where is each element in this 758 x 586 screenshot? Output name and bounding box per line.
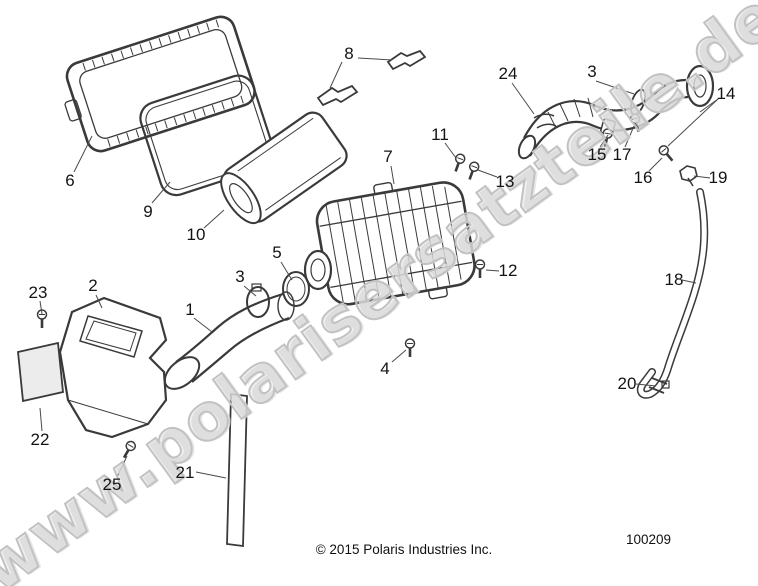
screw-25 <box>118 438 139 462</box>
outlet-hose <box>517 64 715 160</box>
hose-clamp-20 <box>648 377 670 394</box>
bolt-16 <box>656 142 678 165</box>
copyright-text: © 2015 Polaris Industries Inc. <box>315 542 493 557</box>
bolt-13 <box>464 159 482 183</box>
mounting-brackets <box>316 49 427 107</box>
vent-hose <box>636 188 709 399</box>
bolt-4 <box>404 337 416 359</box>
intake-duct <box>163 291 295 390</box>
foam-pad <box>17 341 64 403</box>
airbox-cover <box>64 15 256 153</box>
airbox-body <box>315 181 476 306</box>
diagram-number: 100209 <box>626 532 672 547</box>
air-filter <box>220 111 348 225</box>
intake-housing <box>58 296 168 439</box>
hose-clamp-3-right <box>629 88 647 116</box>
hose-clamp-3-left <box>246 283 270 318</box>
fitting-17 <box>628 111 645 135</box>
hose-clamp-24 <box>533 113 557 129</box>
airbox-inlet-port <box>303 249 333 291</box>
throttle-adapter-ring <box>685 64 715 108</box>
bolt-12 <box>474 258 486 280</box>
bolt-11 <box>450 151 468 175</box>
leader-lines <box>39 57 719 479</box>
hose-clamp-5 <box>282 271 310 307</box>
mounting-strip <box>226 392 248 548</box>
